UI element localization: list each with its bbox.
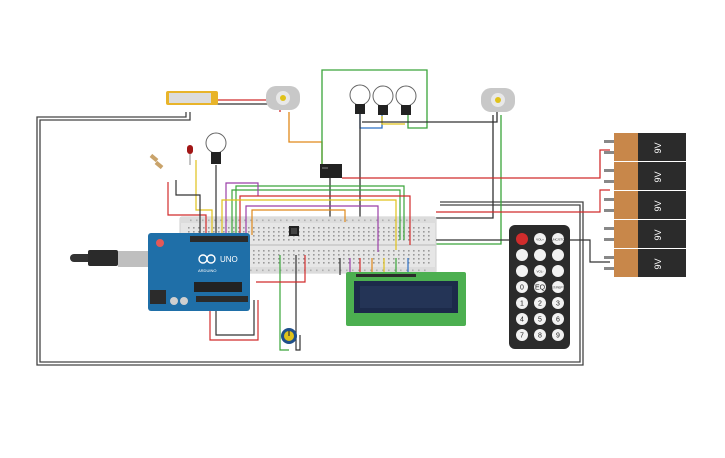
remote-key-label: 3: [556, 301, 560, 308]
remote-key: [552, 329, 564, 341]
remote-key-label: FUNC/STOP: [549, 238, 566, 242]
remote-key-label: EQ: [535, 285, 546, 292]
led-and-resistors: [149, 145, 193, 170]
remote-key: [534, 249, 546, 261]
remote-key: [516, 265, 528, 277]
remote-key: [516, 249, 528, 261]
remote-key: [534, 329, 546, 341]
power-jack: [150, 290, 166, 304]
remote-power-key: [516, 233, 528, 245]
reset-button-icon: [156, 239, 164, 247]
battery-label: 9V: [653, 171, 663, 182]
remote-key-label: 9: [556, 333, 560, 340]
ir-receiver: [289, 226, 299, 236]
battery-label: 9V: [653, 258, 663, 269]
capacitor-icon: [170, 297, 178, 305]
remote-key: [534, 281, 546, 293]
remote-key: [534, 313, 546, 325]
remote-key: [534, 265, 546, 277]
remote-key-label: 1: [520, 301, 524, 308]
remote-key-label: 4: [520, 317, 524, 324]
digital-header: [190, 236, 248, 242]
arduino-logo-icon: [198, 254, 216, 264]
battery-label: 9V: [653, 229, 663, 240]
battery-9v: 9V: [604, 191, 686, 219]
remote-key-label: ST/REPT: [552, 286, 565, 290]
usb-plug: [88, 250, 118, 266]
remote-key-label: 0: [520, 285, 524, 292]
battery-9v: 9V: [604, 249, 686, 277]
motor-left: [266, 86, 300, 110]
lamp-group: [205, 84, 417, 164]
remote-key: [534, 297, 546, 309]
battery-stack: 9V 9V 9V 9V 9V: [604, 133, 686, 277]
arduino-brand: UNO: [220, 255, 238, 264]
usb-cable: [70, 254, 92, 262]
arduino-sub: ARDUINO: [198, 268, 216, 273]
battery-9v: 9V: [604, 220, 686, 248]
battery-9v: 9V: [604, 162, 686, 190]
remote-key: [552, 249, 564, 261]
arduino-uno-board: UNO ARDUINO: [70, 233, 250, 311]
battery-9v: 9V: [604, 133, 686, 161]
bus-wires: [167, 160, 610, 351]
remote-key: [516, 281, 528, 293]
remote-key: [516, 297, 528, 309]
lcd-header: [356, 274, 416, 277]
battery-label: 9V: [653, 200, 663, 211]
remote-key: [552, 233, 564, 245]
remote-key-label: 5: [538, 317, 542, 324]
battery-label: 9V: [653, 142, 663, 153]
remote-key-label: VOL+: [536, 238, 544, 242]
potentiometer: [281, 328, 297, 344]
remote-key: [552, 281, 564, 293]
outer-wire-loop: [36, 112, 584, 366]
capacitor-icon: [180, 297, 188, 305]
ir-remote: VOL+ FUNC/STOP VOL- 0 EQ ST/REPT 1 2 3 4 5 6 7 8 9: [509, 225, 570, 349]
remote-key-label: 2: [538, 301, 542, 308]
usb-port: [118, 251, 148, 267]
remote-key: [552, 265, 564, 277]
remote-key-label: VOL-: [536, 270, 543, 274]
remote-key: [552, 313, 564, 325]
remote-key: [534, 233, 546, 245]
lcd-16x2: [346, 272, 466, 326]
remote-key-label: 8: [538, 333, 542, 340]
remote-key-label: 7: [520, 333, 524, 340]
remote-key: [516, 313, 528, 325]
remote-keypad: VOL+ FUNC/STOP VOL- 0 EQ ST/REPT 1 2 3 4 5 6 7 8 9: [516, 233, 567, 341]
remote-key: [516, 329, 528, 341]
remote-key: [552, 297, 564, 309]
atmega-chip: [194, 282, 242, 292]
photoresistor: [166, 91, 218, 105]
relay-module: [320, 164, 342, 178]
remote-key-label: 6: [556, 317, 560, 324]
analog-header: [196, 296, 248, 302]
motor-right: [481, 88, 515, 112]
